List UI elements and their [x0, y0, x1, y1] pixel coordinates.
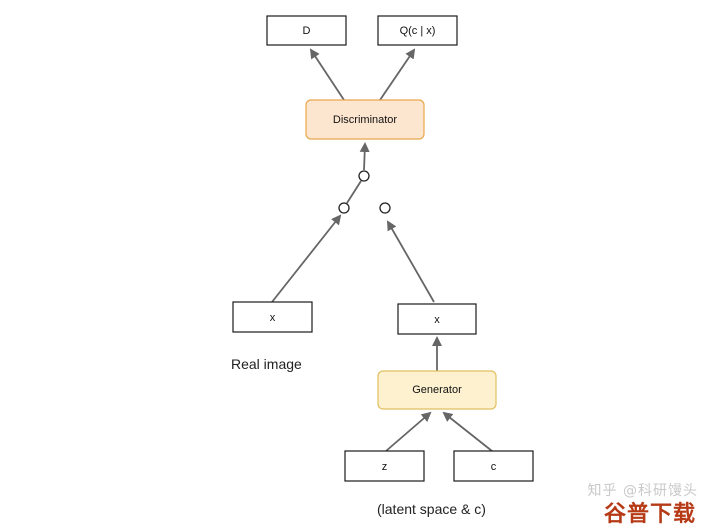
edge-discriminator-to-d: [309, 48, 345, 101]
watermark-site-logo: 谷普下载: [603, 502, 696, 527]
d-output-label: D: [303, 25, 311, 37]
watermark-zhihu: 知乎 @科研馒头: [587, 483, 698, 499]
z-input-node: z: [344, 450, 425, 482]
latent-space-caption: (latent space & c): [377, 501, 486, 517]
c-input-label: c: [491, 461, 497, 473]
fake-x-node: x: [397, 303, 477, 335]
edges: [271, 48, 493, 452]
discriminator-label: Discriminator: [333, 114, 398, 126]
real-x-node: x: [232, 301, 313, 333]
edge-switch-arm: [346, 180, 362, 204]
edge-fake-x-to-switch: [387, 220, 435, 303]
generator-label: Generator: [412, 384, 462, 396]
switch-terminal-right: [379, 202, 391, 214]
fake-x-label: x: [434, 314, 440, 326]
c-input-node: c: [453, 450, 534, 482]
q-output-label: Q(c | x): [400, 25, 436, 37]
switch-terminal-top: [358, 170, 370, 182]
q-output-node: Q(c | x): [377, 15, 458, 46]
edge-switch-to-discriminator: [359, 142, 370, 171]
edge-z-to-generator: [385, 411, 432, 452]
z-input-label: z: [382, 461, 388, 473]
discriminator-node: Discriminator: [305, 99, 425, 140]
real-x-label: x: [270, 312, 276, 324]
generator-node: Generator: [377, 370, 497, 410]
switch-terminal-left: [338, 202, 350, 214]
edge-c-to-generator: [442, 411, 493, 452]
d-output-node: D: [266, 15, 347, 46]
edge-real-x-to-switch: [271, 214, 342, 303]
edge-discriminator-to-q: [379, 48, 416, 101]
real-image-caption: Real image: [231, 356, 302, 372]
